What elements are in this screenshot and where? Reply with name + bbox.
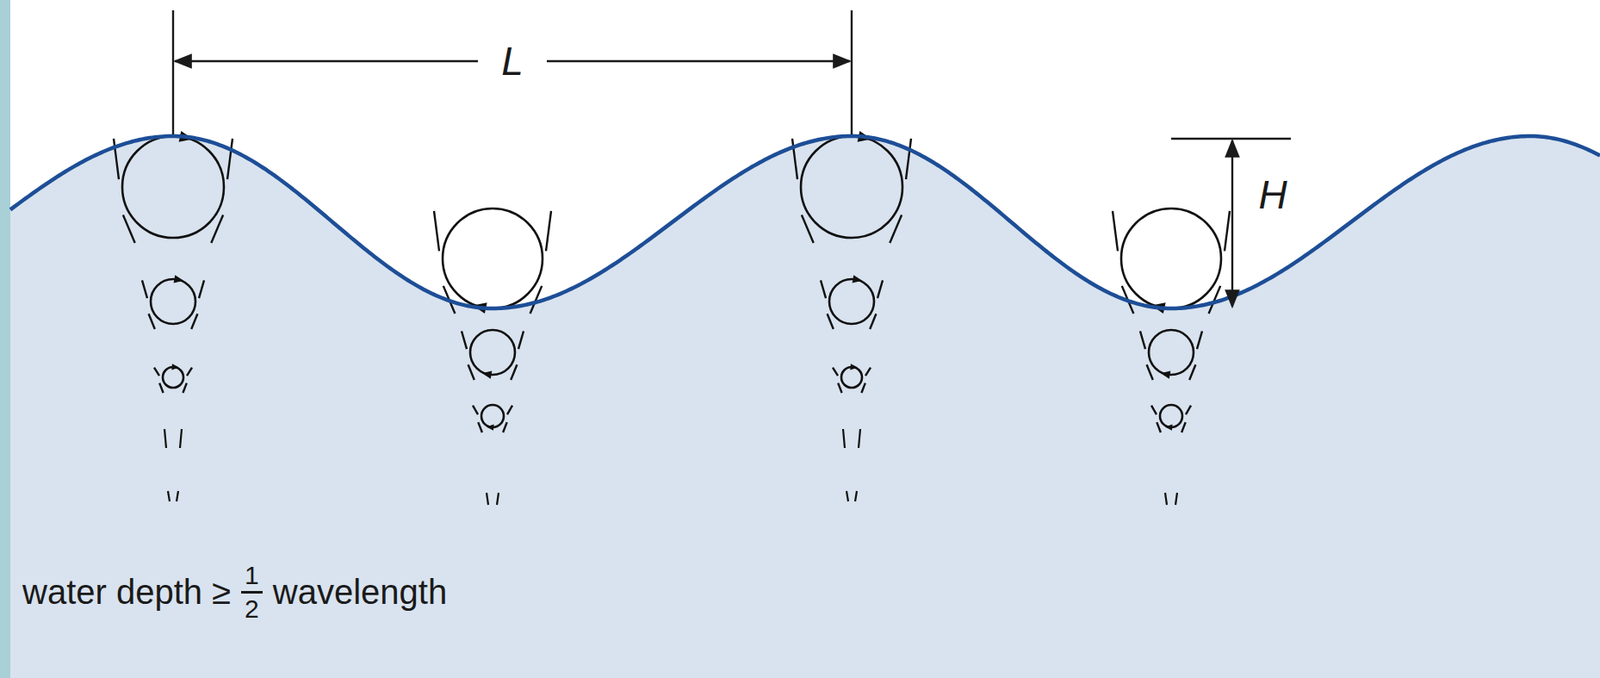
orbit-arrowhead	[486, 424, 495, 431]
envelope-tick	[486, 492, 489, 505]
wave-profile	[10, 136, 1600, 309]
orbit-circle	[442, 208, 543, 309]
orbit-circle	[829, 279, 875, 324]
orbit-circle	[481, 404, 504, 428]
envelope-tick	[154, 367, 160, 377]
envelope-tick	[502, 421, 508, 433]
orbit-group	[113, 130, 1230, 505]
envelope-tick	[1151, 405, 1157, 415]
envelope-tick	[198, 279, 205, 298]
orbit-arrowhead	[482, 371, 493, 379]
envelope-tick	[164, 428, 167, 448]
envelope-tick	[1147, 364, 1154, 380]
envelope-tick	[191, 313, 198, 329]
extension-line	[1171, 137, 1291, 140]
envelope-tick	[1165, 492, 1167, 505]
envelope-tick	[801, 214, 814, 243]
envelope-tick	[179, 428, 182, 448]
envelope-tick	[496, 492, 499, 505]
envelope-tick	[210, 214, 224, 243]
envelope-tick	[869, 313, 876, 329]
envelope-tick	[837, 383, 842, 393]
envelope-tick	[518, 330, 524, 349]
envelope-tick	[905, 138, 912, 180]
orbit-circle	[470, 329, 515, 375]
envelope-tick	[468, 364, 475, 380]
envelope-tick	[858, 428, 861, 448]
envelope-tick	[889, 214, 902, 243]
envelope-tick	[1185, 405, 1191, 415]
orbit-arrowhead	[1165, 424, 1173, 431]
orbit-circle	[150, 279, 196, 324]
envelope-tick	[865, 367, 871, 377]
envelope-tick	[545, 210, 552, 251]
envelope-tick	[461, 330, 467, 349]
orbit-arrowhead	[849, 363, 858, 370]
extension-line	[172, 10, 174, 135]
note-row: water depth ≥ 12 wavelength	[22, 561, 447, 622]
orbit-arrowhead	[1160, 371, 1172, 379]
envelope-tick	[434, 210, 440, 251]
envelope-tick	[843, 428, 845, 448]
dimension-label: L	[501, 41, 524, 81]
orbit-circle	[1159, 404, 1183, 428]
orbit-arrowhead	[173, 274, 185, 283]
envelope-tick	[472, 405, 478, 415]
envelope-tick	[186, 367, 193, 377]
envelope-tick	[861, 383, 865, 393]
orbit-arrowhead	[171, 363, 180, 370]
orbit-circle	[1148, 329, 1194, 375]
orbit-circle	[800, 136, 903, 238]
envelope-tick	[227, 138, 233, 180]
envelope-tick	[148, 313, 156, 329]
fraction-denominator: 2	[244, 593, 260, 623]
dimension-arrow	[546, 60, 850, 63]
envelope-tick	[176, 490, 179, 502]
orbit-circle	[1121, 208, 1222, 309]
extension-line	[850, 10, 853, 135]
dimension-arrow	[1231, 140, 1234, 307]
envelope-tick	[142, 279, 148, 298]
envelope-tick	[167, 490, 170, 502]
envelope-tick	[877, 279, 883, 298]
envelope-tick	[510, 364, 517, 380]
envelope-tick	[1140, 330, 1146, 349]
envelope-tick	[1196, 330, 1203, 349]
envelope-tick	[123, 214, 136, 243]
envelope-tick	[820, 279, 826, 298]
orbit-circle	[122, 136, 224, 238]
envelope-tick	[1181, 421, 1186, 433]
orbit-circle	[162, 366, 184, 388]
orbit-circle	[841, 366, 863, 388]
envelope-tick	[507, 405, 513, 415]
fraction-numerator: 1	[241, 561, 263, 594]
dimension-label: H	[1258, 174, 1287, 215]
envelope-tick	[846, 490, 849, 502]
envelope-tick	[1189, 364, 1196, 380]
envelope-tick	[1224, 210, 1230, 251]
envelope-tick	[1112, 210, 1118, 251]
envelope-tick	[827, 313, 834, 329]
orbit-arrowhead	[852, 274, 863, 283]
depth-note: water depth ≥	[22, 574, 231, 609]
envelope-tick	[182, 383, 187, 393]
envelope-tick	[832, 367, 838, 377]
water-body	[10, 136, 1600, 678]
side-strip	[0, 0, 11, 678]
envelope-tick	[855, 490, 857, 502]
fraction: 12	[241, 561, 263, 622]
envelope-tick	[1156, 421, 1161, 433]
depth-note: wavelength	[272, 574, 447, 609]
envelope-tick	[477, 421, 483, 433]
envelope-tick	[159, 383, 163, 393]
envelope-tick	[1175, 492, 1178, 505]
dimension-lines	[173, 10, 1291, 307]
dimension-arrow	[174, 60, 478, 63]
